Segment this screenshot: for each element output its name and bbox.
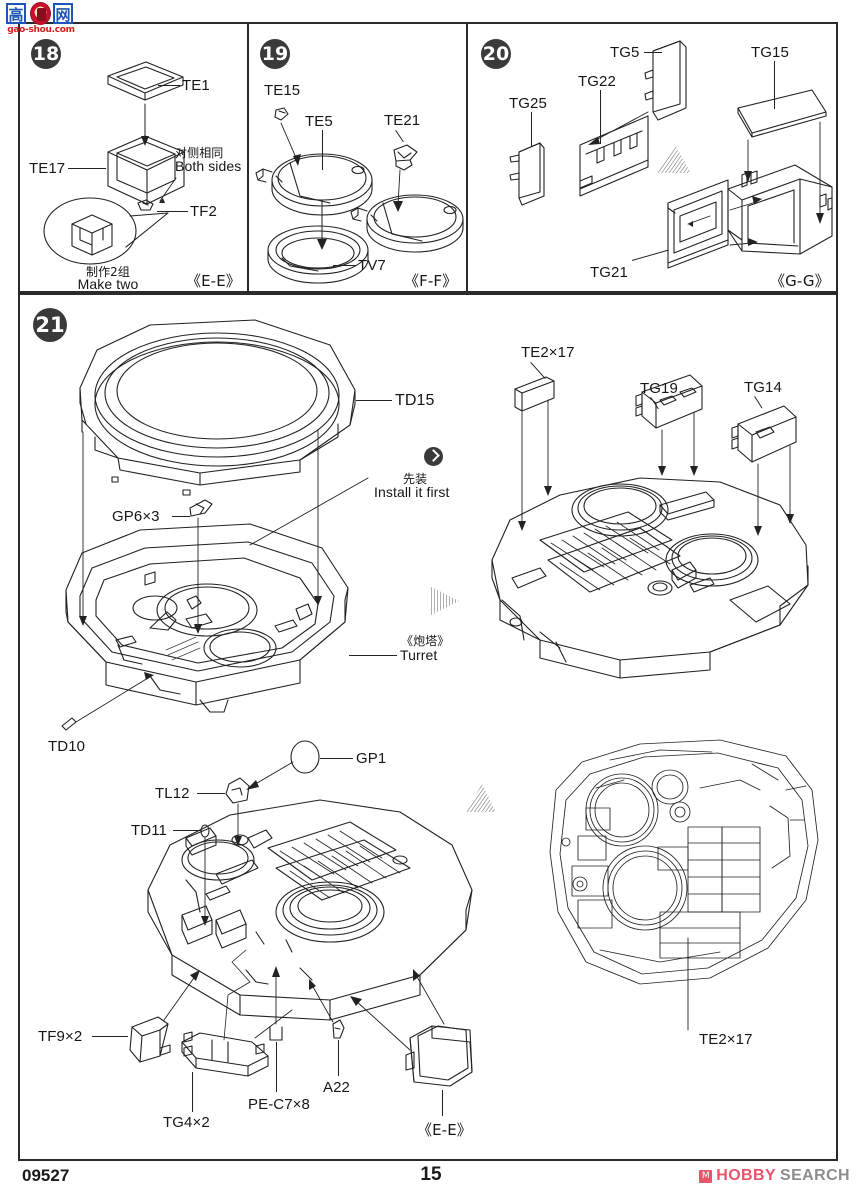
part-label-tf2: TF2 xyxy=(190,203,217,220)
step-number-18: 18 xyxy=(31,39,61,69)
leader-td15 xyxy=(356,400,392,401)
leader-tf9 xyxy=(92,1036,128,1037)
leader-te1 xyxy=(158,85,180,86)
leader-te17 xyxy=(68,168,106,169)
part-label-td15: TD15 xyxy=(395,392,435,409)
section-label-ff: 《F-F》 xyxy=(404,272,458,290)
watermark-seal-icon xyxy=(30,2,51,25)
leader-tv7 xyxy=(333,265,356,266)
install-first-badge-icon xyxy=(424,447,443,466)
leader-tl12 xyxy=(197,793,225,794)
part-label-tg15: TG15 xyxy=(751,44,789,61)
leader-ee-21 xyxy=(442,1090,443,1116)
note-turret-cn: 《炮塔》 xyxy=(401,634,450,648)
part-label-tg4: TG4×2 xyxy=(163,1114,210,1131)
leader-tg22 xyxy=(600,90,601,144)
leader-tf2 xyxy=(157,211,188,212)
part-label-tf9: TF9×2 xyxy=(38,1028,83,1045)
note-make-two-cn: 制作2组 xyxy=(85,265,131,279)
kit-number: 09527 xyxy=(22,1166,70,1185)
part-label-td11: TD11 xyxy=(131,822,167,839)
section-label-ee-18: 《E-E》 xyxy=(186,272,241,290)
part-label-te21: TE21 xyxy=(384,112,421,129)
part-label-te15: TE15 xyxy=(264,82,301,99)
leader-te5 xyxy=(322,130,323,170)
note-make-two-en: Make two xyxy=(77,276,139,292)
part-label-te5: TE5 xyxy=(305,113,333,130)
leader-gp6 xyxy=(172,516,190,517)
watermark-char-left: 高 xyxy=(6,3,26,24)
leader-td11 xyxy=(173,830,201,831)
leader-tg15 xyxy=(774,61,775,109)
panel-divider-19-20 xyxy=(466,22,468,293)
part-label-te17: TE17 xyxy=(29,160,66,177)
part-label-tg5: TG5 xyxy=(610,44,640,61)
step-number-19: 19 xyxy=(260,39,290,69)
gaoshou-watermark-logo: 高 网 gao-shou.com xyxy=(4,2,78,42)
part-label-gp1: GP1 xyxy=(356,750,387,767)
panel-divider-18-19 xyxy=(247,22,249,293)
note-turret-en: Turret xyxy=(400,647,438,663)
leader-tg5 xyxy=(644,52,662,53)
watermark-url: gao-shou.com xyxy=(7,25,75,35)
part-label-tg19: TG19 xyxy=(640,380,678,397)
leader-tg25 xyxy=(531,112,532,146)
leader-pe-c7 xyxy=(276,1042,277,1092)
leader-gp1 xyxy=(320,758,353,759)
part-label-te1: TE1 xyxy=(182,77,210,94)
note-install-first-en: Install it first xyxy=(374,484,450,500)
leader-turret xyxy=(349,655,397,656)
hobby-search-brand: M HOBBY SEARCH xyxy=(699,1167,850,1185)
note-install-first-cn: 先装 xyxy=(403,472,428,486)
page-number: 15 xyxy=(420,1164,442,1185)
part-label-a22: A22 xyxy=(323,1079,350,1096)
section-label-ee-21: 《E-E》 xyxy=(417,1121,472,1139)
direction-hatch-icon-turret xyxy=(429,586,459,616)
direction-hatch-icon-lower xyxy=(466,784,496,812)
section-label-gg: 《G-G》 xyxy=(770,272,830,290)
part-label-gp6: GP6×3 xyxy=(112,508,160,525)
brand-name-search: SEARCH xyxy=(780,1167,850,1184)
watermark-char-right: 网 xyxy=(53,3,73,24)
step-number-20: 20 xyxy=(481,39,511,69)
leader-tg4 xyxy=(192,1072,193,1112)
part-label-tg22: TG22 xyxy=(578,73,616,90)
note-both-sides-cn: 对侧相同 xyxy=(175,146,224,160)
part-label-tv7: TV7 xyxy=(358,257,386,274)
part-label-tg21: TG21 xyxy=(590,264,628,281)
step-number-21: 21 xyxy=(33,308,67,342)
part-label-pe-c7: PE-C7×8 xyxy=(248,1096,310,1113)
main-panel-frame xyxy=(18,293,838,1161)
direction-hatch-icon-20 xyxy=(657,145,691,173)
leader-a22 xyxy=(338,1040,339,1076)
part-label-tl12: TL12 xyxy=(155,785,190,802)
brand-logo-icon: M xyxy=(699,1169,713,1183)
part-label-td10: TD10 xyxy=(48,738,86,755)
brand-name-hobby: HOBBY xyxy=(716,1167,777,1184)
top-panel-frame xyxy=(18,22,838,293)
part-label-te2-top: TE2×17 xyxy=(521,344,575,361)
part-label-tg25: TG25 xyxy=(509,95,547,112)
part-label-tg14: TG14 xyxy=(744,379,782,396)
part-label-te2-bottom: TE2×17 xyxy=(699,1031,753,1048)
note-both-sides-en: Both sides xyxy=(175,158,242,174)
